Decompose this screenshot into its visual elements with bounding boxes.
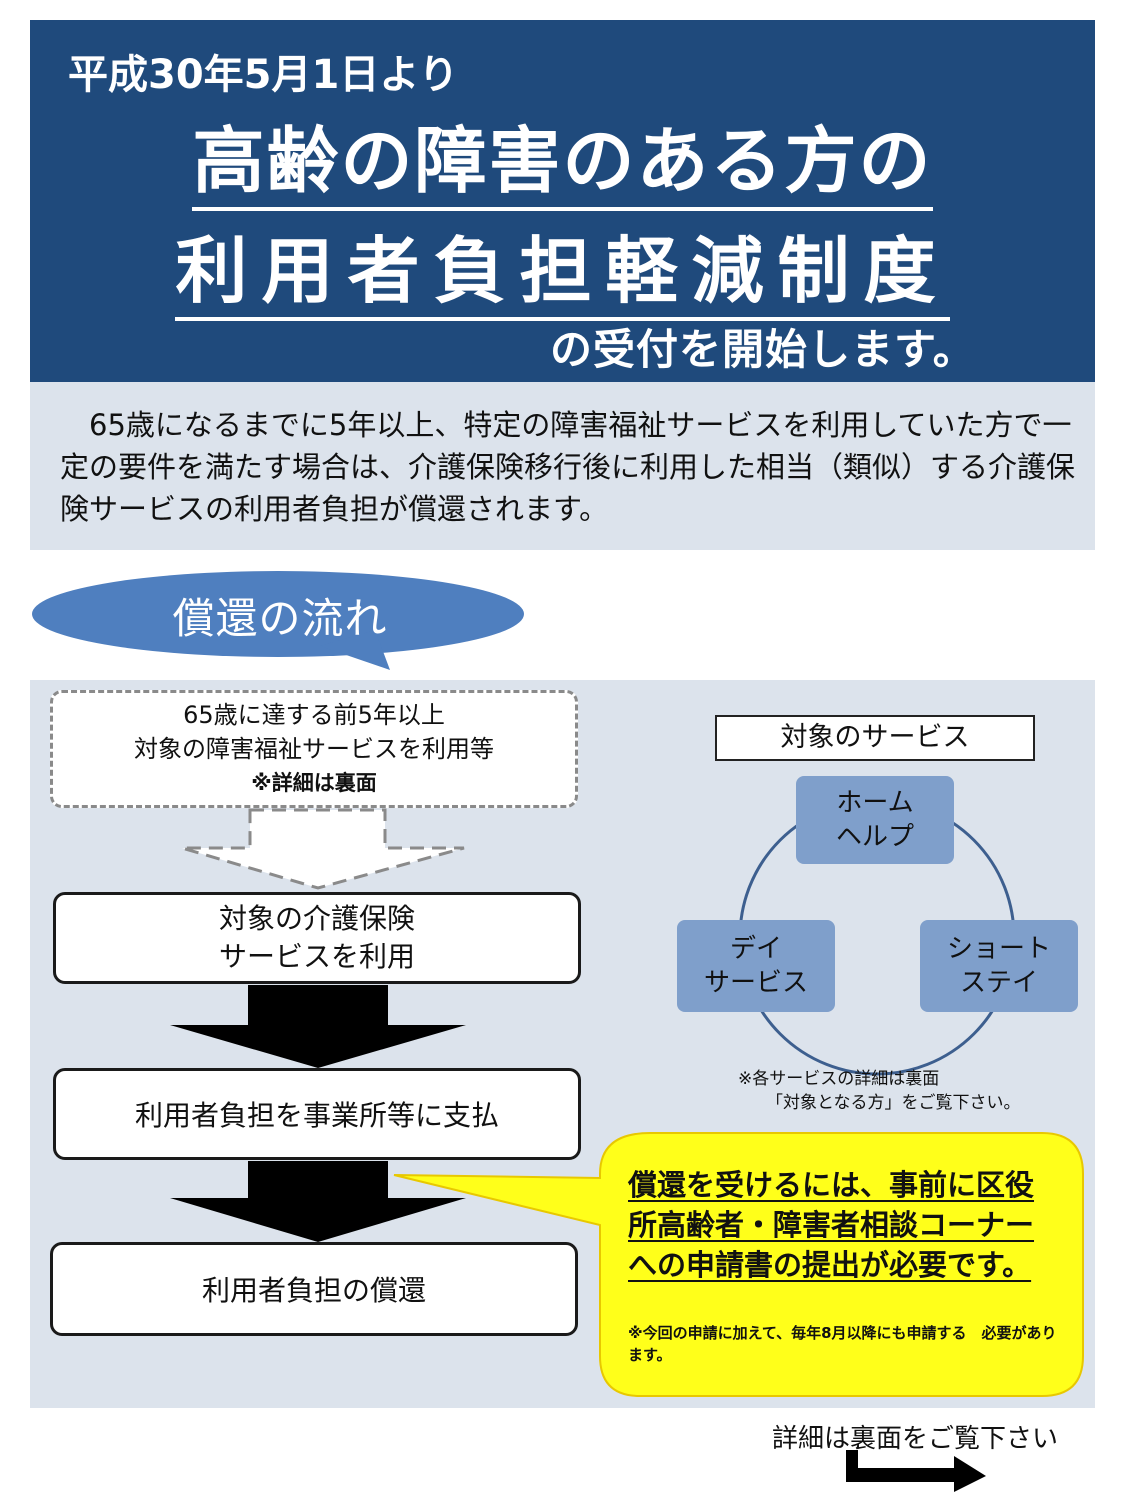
footer-text: 詳細は裏面をご覧下さい <box>772 1424 1059 1454</box>
service-home-line-1: ホーム <box>836 788 914 818</box>
right-arrow-icon <box>846 1450 986 1492</box>
service-short-line-1: ショート <box>946 934 1051 964</box>
services-note-line-2: 「対象となる方」をご覧下さい。 <box>766 1093 1021 1113</box>
step-2-line-1: 対象の介護保険 <box>218 902 415 935</box>
intro-panel: 65歳になるまでに5年以上、特定の障害福祉サービスを利用していた方で一定の要件を… <box>30 382 1095 550</box>
step-1-note: ※詳細は裏面 <box>251 771 377 795</box>
step-2-box: 対象の介護保険 サービスを利用 <box>53 892 581 984</box>
intro-text: 65歳になるまでに5年以上、特定の障害福祉サービスを利用していた方で一定の要件を… <box>60 408 1076 526</box>
flow-heading-bubble <box>32 571 524 670</box>
dashed-down-arrow <box>181 808 465 890</box>
callout-main: 償還を受けるには、事前に区役所高齢者・障害者相談コーナーへの申請書の提出が必要で… <box>628 1168 1035 1282</box>
title-line-1: 高齢の障害のある方の <box>30 102 1095 211</box>
service-day-line-1: デイ <box>729 934 782 964</box>
title-line-2-text: 利用者負担軽減制度 <box>175 229 950 321</box>
services-note: ※各サービスの詳細は裏面 「対象となる方」をご覧下さい。 <box>738 1067 1021 1115</box>
service-short-stay: ショート ステイ <box>920 920 1078 1012</box>
service-day-service: デイ サービス <box>677 920 835 1012</box>
header-banner: 平成30年5月1日より 高齢の障害のある方の 利用者負担軽減制度 の受付を開始し… <box>30 20 1095 382</box>
down-arrow-2 <box>170 1161 466 1242</box>
service-short-line-2: ステイ <box>959 968 1038 998</box>
step-1-box: 65歳に達する前5年以上 対象の障害福祉サービスを利用等 ※詳細は裏面 <box>50 690 578 808</box>
header-subtitle: の受付を開始します。 <box>550 325 976 374</box>
service-home-line-2: ヘルプ <box>835 822 914 852</box>
callout-note: ※今回の申請に加えて、毎年8月以降にも申請する 必要があります。 <box>628 1324 1057 1364</box>
yellow-callout <box>393 1132 1084 1397</box>
down-arrow-1 <box>170 985 466 1068</box>
step-1-line-2: 対象の障害福祉サービスを利用等 <box>134 735 494 763</box>
callout-text: 償還を受けるには、事前に区役所高齢者・障害者相談コーナーへの申請書の提出が必要で… <box>628 1165 1048 1285</box>
title-line-1-text: 高齢の障害のある方の <box>192 119 933 211</box>
title-line-2: 利用者負担軽減制度 <box>30 212 1095 321</box>
services-note-line-1: ※各サービスの詳細は裏面 <box>738 1069 940 1089</box>
flow-heading: 償還の流れ <box>172 594 388 643</box>
start-date: 平成30年5月1日より <box>68 52 459 98</box>
step-3-text: 利用者負担を事業所等に支払 <box>134 1099 499 1132</box>
services-title: 対象のサービス <box>715 715 1035 761</box>
service-home-help: ホーム ヘルプ <box>796 776 954 864</box>
step-2-line-2: サービスを利用 <box>218 940 415 973</box>
step-1-line-1: 65歳に達する前5年以上 <box>183 701 445 729</box>
service-day-line-2: サービス <box>703 968 808 998</box>
step-3-box: 利用者負担を事業所等に支払 <box>53 1068 581 1160</box>
step-4-box: 利用者負担の償還 <box>50 1242 578 1336</box>
step-4-text: 利用者負担の償還 <box>201 1274 426 1307</box>
